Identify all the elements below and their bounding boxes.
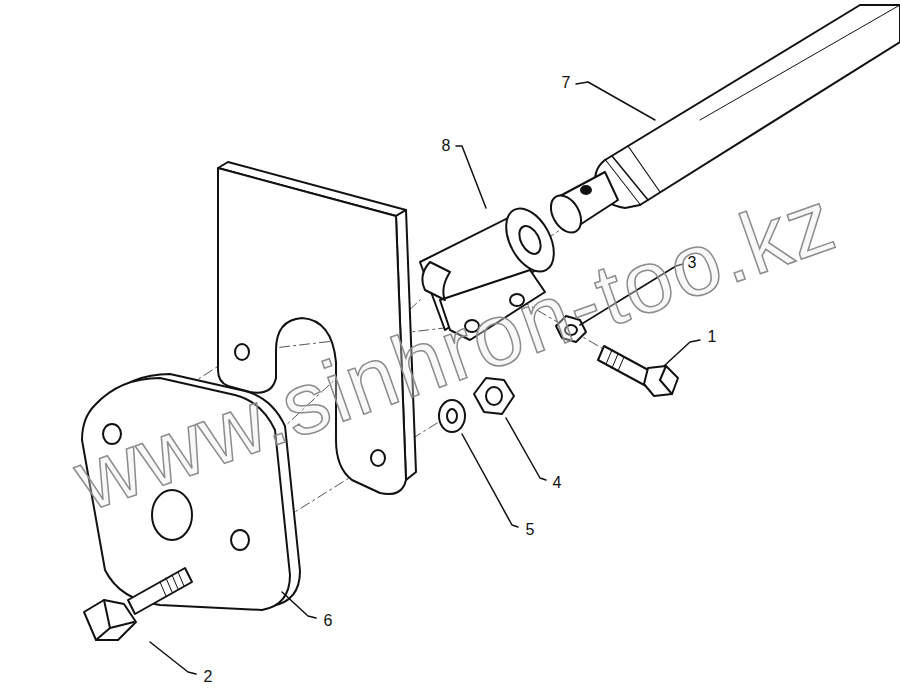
callout-number: 4 [553,475,562,491]
callout-number: 8 [442,138,451,154]
watermark: www.sinhron-too.kz [64,175,846,524]
callout-number: 2 [204,669,213,685]
callout-number: 6 [324,613,333,629]
callout-number: 5 [526,522,535,538]
callout-number: 7 [562,75,571,91]
callout-number: 1 [708,329,717,345]
